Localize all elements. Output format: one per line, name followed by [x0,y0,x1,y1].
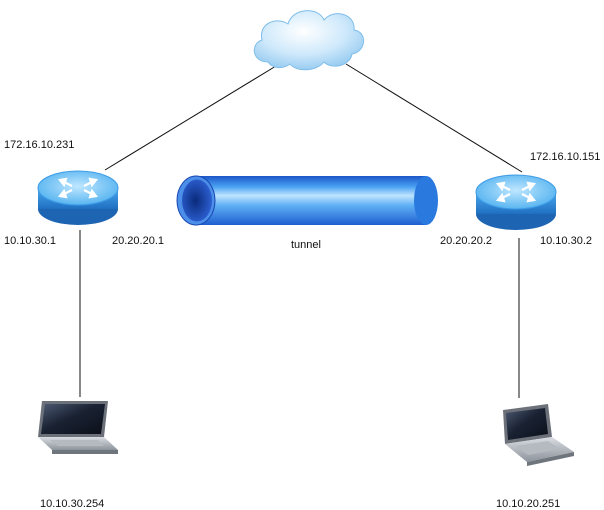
link-cloud-router-right [345,63,523,173]
router-left-icon [37,170,119,225]
laptop-right-icon [503,404,574,466]
tunnel-label: tunnel [291,239,321,251]
link-cloud-router-left [104,65,277,171]
router-left-wan-ip: 172.16.10.231 [4,139,75,151]
router-right-wan-ip: 172.16.10.151 [530,151,601,163]
cloud-icon [253,10,364,71]
laptop-left-icon [38,401,118,454]
tunnel-pipe-icon [176,175,438,226]
laptop-left-ip: 10.10.30.254 [40,498,105,510]
router-right-tunnel-ip: 20.20.20.2 [440,235,492,247]
router-left-lan-ip: 10.10.30.1 [4,235,56,247]
router-right-icon [475,174,557,230]
laptop-right-ip: 10.10.20.251 [496,498,561,510]
router-right-lan-ip: 10.10.30.2 [540,235,592,247]
router-left-tunnel-ip: 20.20.20.1 [112,235,164,247]
